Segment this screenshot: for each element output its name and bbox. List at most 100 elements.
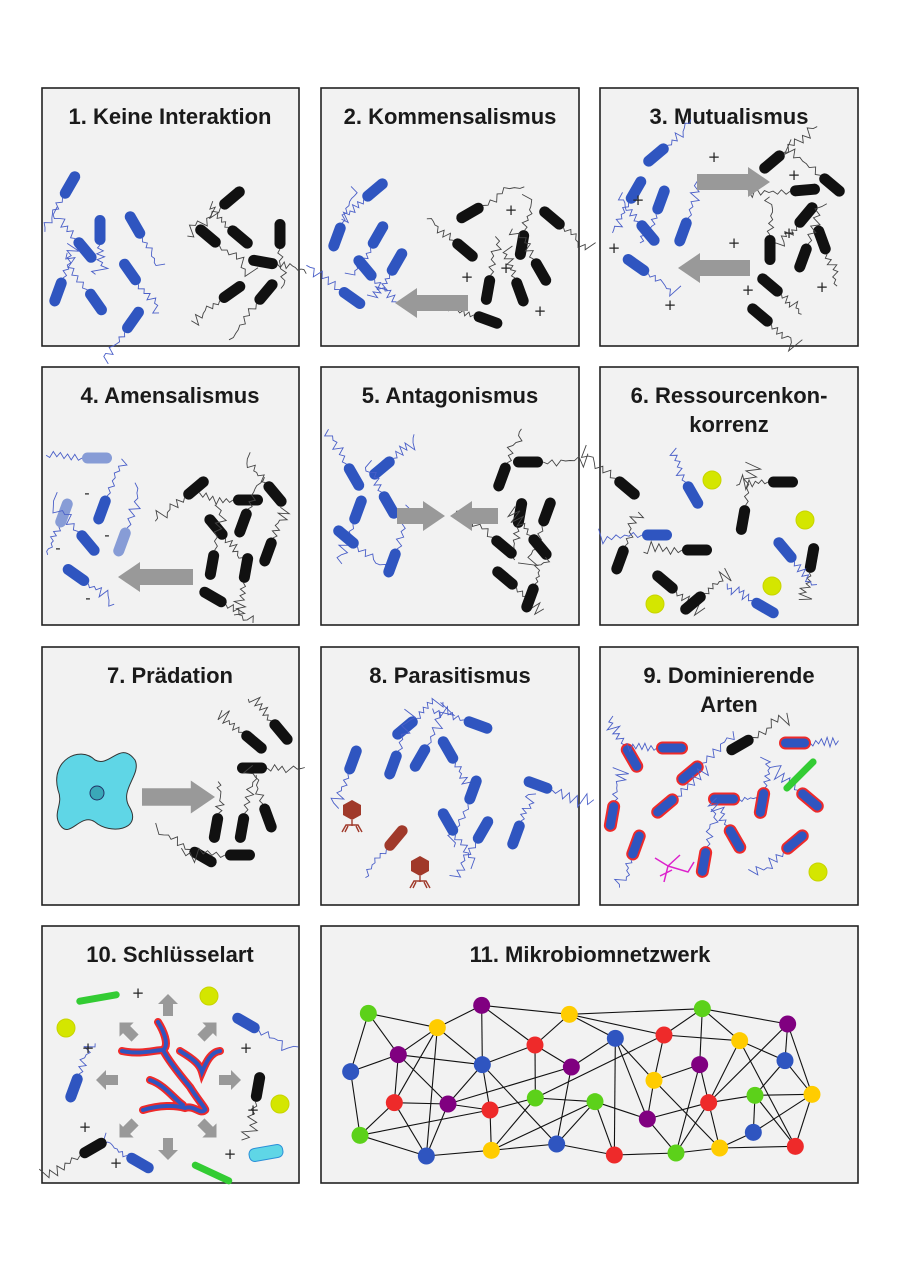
arrow-shape <box>219 1070 241 1090</box>
influence-arrow <box>158 1138 178 1160</box>
cyan-bacterium <box>248 1144 284 1162</box>
blue-bacterium <box>353 255 397 303</box>
network-edge <box>594 1101 615 1156</box>
blue-cell <box>779 736 811 750</box>
black-cell <box>204 514 228 540</box>
flagellum <box>454 834 476 870</box>
panel-title-line-2: Arten <box>700 692 757 717</box>
blue-cell <box>85 288 107 316</box>
flagellum <box>426 218 454 241</box>
black-cell <box>538 497 556 527</box>
panel-title: 5. Antagonismus <box>362 383 538 408</box>
blue-bacterium <box>708 792 768 806</box>
blue-bacterium <box>124 211 166 267</box>
blue-cell <box>773 537 797 563</box>
panel-content <box>323 428 589 616</box>
minus-sign: - <box>84 484 89 502</box>
network-node-blue <box>776 1052 794 1070</box>
blue-cell <box>378 491 400 519</box>
black-cell <box>726 734 754 756</box>
plus-sign: + <box>132 984 145 1002</box>
black-cell <box>528 534 552 560</box>
network-edge <box>699 1008 703 1065</box>
flagellum <box>617 192 639 222</box>
flagellum <box>676 765 710 797</box>
flagellum <box>103 332 126 365</box>
network-node-green <box>586 1093 604 1111</box>
blue-bacterium <box>612 176 647 234</box>
blue-cell <box>65 1073 83 1103</box>
black-bacterium <box>195 224 259 278</box>
flagellum <box>142 237 166 267</box>
flagellum <box>187 207 221 238</box>
plus-sign: + <box>664 296 677 314</box>
network-node-yellow <box>428 1019 446 1037</box>
interaction-arrow <box>142 780 215 814</box>
plus-sign: + <box>505 201 518 219</box>
black-bacterium <box>480 236 503 305</box>
blue-cell <box>781 829 809 855</box>
flagellum <box>521 193 533 231</box>
flagellum <box>605 715 625 746</box>
flagellum <box>246 452 266 483</box>
flagellum <box>393 434 416 459</box>
influence-arrow <box>96 1070 118 1090</box>
black-bacterium <box>680 567 732 615</box>
network-edge <box>535 1097 596 1103</box>
network-node-blue <box>417 1147 435 1165</box>
black-cell <box>234 813 250 843</box>
network-edge <box>569 1013 665 1036</box>
nutrient-particle <box>762 576 782 596</box>
arrow-shape <box>96 1070 118 1090</box>
blue-bacterium <box>605 715 644 773</box>
blue-cell <box>437 808 459 836</box>
black-cell <box>813 225 831 255</box>
keystone-hyphae <box>120 1020 222 1114</box>
flagellum <box>106 458 128 497</box>
black-cell <box>794 243 812 273</box>
black-bacterium <box>456 186 525 224</box>
flagellum <box>701 731 735 764</box>
network-node-red <box>526 1036 544 1054</box>
black-bacterium <box>747 303 803 353</box>
blue-cell <box>93 495 111 525</box>
network-node-green <box>526 1089 544 1107</box>
network-edge <box>556 1143 615 1156</box>
arrow-shape <box>197 1022 217 1042</box>
network-edge <box>393 1102 427 1157</box>
flagellum <box>306 264 340 290</box>
black-bacterium <box>611 511 645 575</box>
panel-title: 3. Mutualismus <box>650 104 809 129</box>
black-bacterium <box>763 196 776 265</box>
network-node-green <box>359 1004 377 1022</box>
black-cell <box>259 537 277 567</box>
network-node-blue <box>548 1135 566 1153</box>
blue-cell <box>384 750 402 780</box>
black-cell <box>511 277 529 307</box>
network-edge <box>482 1044 536 1066</box>
black-bacterium <box>234 477 265 538</box>
blue-cell <box>523 776 553 794</box>
blue-cell <box>392 716 418 740</box>
network-node-yellow <box>711 1139 729 1157</box>
black-bacterium <box>539 206 596 251</box>
flagellum <box>52 492 79 532</box>
panel-4-amensalism: 4. Amensalismus ---- <box>41 366 300 626</box>
panel-1-no-interaction: 1. Keine Interaktion <box>41 87 307 365</box>
flagellum <box>137 284 160 314</box>
network-edge <box>394 1102 449 1105</box>
blue-bacterium <box>65 1043 96 1103</box>
panel-frame <box>599 646 859 906</box>
black-cell <box>204 550 220 580</box>
fungal-hyphae <box>654 854 695 883</box>
network-edge <box>794 1094 813 1147</box>
network-edge <box>447 1064 483 1105</box>
blue-cell <box>796 787 824 813</box>
flagellum <box>783 139 821 176</box>
flagellum <box>807 203 828 245</box>
blue-bacterium <box>437 808 476 870</box>
black-bacterium <box>513 453 589 469</box>
plus-sign: + <box>632 191 645 209</box>
blue-bacterium <box>328 186 358 252</box>
